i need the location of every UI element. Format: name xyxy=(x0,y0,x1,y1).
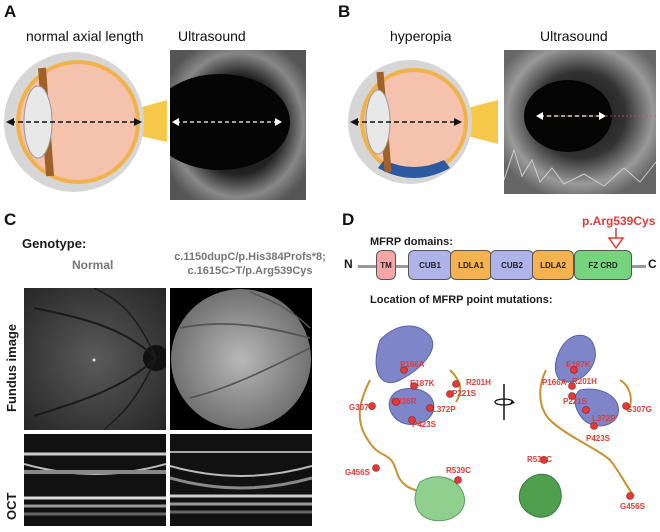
mutation-label-right-3: P221S xyxy=(563,397,588,406)
mutant-genotype-line-2: c.1615C>T/p.Arg539Cys xyxy=(187,265,313,277)
panel-c-label: C xyxy=(4,210,17,229)
mfrp-domains-title: MFRP domains: xyxy=(370,236,453,248)
ultrasound-image-normal xyxy=(170,50,306,200)
mutation-sphere xyxy=(540,456,548,464)
protein-structure-left xyxy=(358,325,466,522)
mutation-sphere xyxy=(372,464,380,472)
mutation-sphere xyxy=(400,366,408,374)
mutation-sphere xyxy=(590,422,598,430)
normal-eye-illustration xyxy=(4,52,167,192)
n-terminus-label: N xyxy=(344,257,353,271)
c-terminus-label: C xyxy=(648,257,657,271)
mutation-label-right-1: P166A xyxy=(542,378,567,387)
fundus-row-label: Fundus image xyxy=(4,323,19,412)
fundus-image-mutant xyxy=(170,288,312,430)
panel-a-label: A xyxy=(4,2,17,21)
mutation-sphere xyxy=(622,402,630,410)
mutation-label-left-2: R201H xyxy=(466,378,491,387)
mutation-sphere xyxy=(410,382,418,390)
mutation-location-title: Location of MFRP point mutations: xyxy=(370,294,553,306)
mutation-label-right-8: G456S xyxy=(620,502,645,511)
mutation-label-left-3: P221S xyxy=(452,389,477,398)
mutation-sphere xyxy=(446,390,454,398)
oct-row-label: OCT xyxy=(4,492,19,520)
domain-tm: TM xyxy=(376,250,396,280)
mutation-label-left-5: G336R xyxy=(391,397,417,406)
mutation-label-right-6: P423S xyxy=(586,434,611,443)
panel-a-us-caption: Ultrasound xyxy=(178,28,246,44)
mutation-label-left-9: R539C xyxy=(446,466,471,475)
mutation-label-right-5: L372P xyxy=(592,414,616,423)
mutation-label-right-2: R201H xyxy=(572,377,597,386)
oct-image-normal xyxy=(24,434,166,526)
mutant-genotype-label: c.1150dupC/p.His384Profs*8; c.1615C>T/p.… xyxy=(165,250,335,278)
mutation-label-left-6: L372P xyxy=(432,405,456,414)
domain-ldla1: LDLA1 xyxy=(450,250,492,280)
domain-cub1: CUB1 xyxy=(408,250,452,280)
mutation-label-left-0: P166A xyxy=(400,360,425,369)
mutation-marker-arrow xyxy=(607,228,625,250)
mutant-genotype-line-1: c.1150dupC/p.His384Profs*8; xyxy=(174,251,326,263)
mutation-label-left-4: G307G xyxy=(349,403,375,412)
panel-b-us-caption: Ultrasound xyxy=(540,28,608,44)
panel-b-label: B xyxy=(338,2,351,21)
mutation-sphere xyxy=(454,476,462,484)
protein-structure-right xyxy=(518,334,635,518)
mutation-label-right-7: R539C xyxy=(527,455,552,464)
mutation-label-left-1: E187K xyxy=(410,379,435,388)
mutation-sphere xyxy=(568,392,576,400)
mutation-label-right-4: G307G xyxy=(626,405,652,414)
mutation-sphere xyxy=(368,402,376,410)
mutation-sphere xyxy=(392,398,400,406)
mutation-sphere xyxy=(568,382,576,390)
mutation-label-left-8: G456S xyxy=(345,468,370,477)
domain-fz-crd: FZ CRD xyxy=(574,250,632,280)
fundus-image-normal xyxy=(24,288,166,430)
mutation-sphere xyxy=(408,416,416,424)
mutation-label-left-7: P423S xyxy=(412,420,437,429)
mutation-sphere xyxy=(452,380,460,388)
mutation-sphere xyxy=(626,492,634,500)
hyperopic-eye-illustration xyxy=(348,60,498,184)
panel-b-eye-caption: hyperopia xyxy=(390,28,452,44)
mutation-label-right-0: E187K xyxy=(566,360,591,369)
mutation-sphere xyxy=(426,404,434,412)
mutation-marker-label: p.Arg539Cys xyxy=(582,214,656,228)
panel-d-label: D xyxy=(342,210,355,229)
rotation-icon xyxy=(494,384,515,420)
domain-cub2: CUB2 xyxy=(490,250,534,280)
ultrasound-image-hyperopia xyxy=(504,50,656,194)
genotype-label: Genotype: xyxy=(22,236,87,251)
domain-ldla2: LDLA2 xyxy=(532,250,574,280)
oct-image-mutant xyxy=(170,434,312,526)
mutation-sphere xyxy=(582,406,590,414)
normal-genotype-label: Normal xyxy=(72,258,114,272)
mutation-sphere xyxy=(570,366,578,374)
panel-a-eye-caption: normal axial length xyxy=(26,28,144,44)
mutation-markers xyxy=(368,366,634,500)
